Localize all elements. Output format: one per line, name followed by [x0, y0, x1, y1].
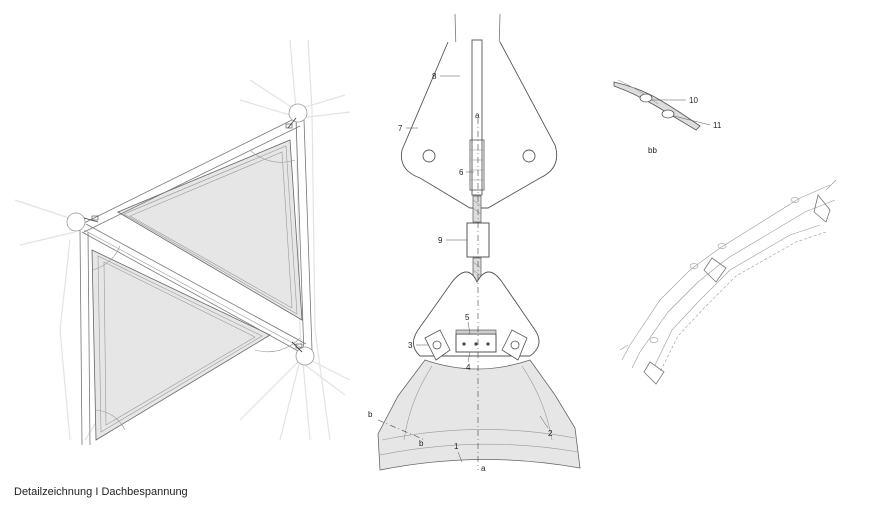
- lower-gusset-plate: [413, 271, 540, 357]
- label-9: 9: [438, 236, 443, 245]
- tension-fittings: [83, 117, 303, 353]
- label-bb: bb: [648, 146, 657, 155]
- label-6: 6: [459, 168, 464, 177]
- label-a-bottom: a: [481, 464, 486, 473]
- label-4: 4: [466, 363, 471, 372]
- membrane-panel-lower: [91, 249, 271, 441]
- node-top: [288, 103, 308, 123]
- membrane-plan-view: [14, 39, 351, 446]
- membrane-sector: [377, 359, 581, 471]
- section-line-b: [377, 419, 426, 441]
- frame-beams: [79, 117, 313, 446]
- label-1: 1: [454, 442, 459, 451]
- label-5: 5: [465, 313, 470, 322]
- center-plate: [471, 39, 483, 196]
- label-b-inner: b: [419, 439, 424, 448]
- label-11: 11: [713, 121, 722, 130]
- label-8: 8: [432, 72, 437, 81]
- label-b-left: b: [368, 410, 373, 419]
- label-3: 3: [408, 341, 413, 350]
- section-bb: 10 11 bb: [613, 79, 722, 155]
- isometric-edge-view: [619, 179, 837, 385]
- label-2: 2: [548, 429, 553, 438]
- label-a-top: a: [475, 111, 480, 120]
- label-10: 10: [689, 96, 698, 105]
- label-7: 7: [398, 124, 403, 133]
- drawing-caption: Detailzeichnung I Dachbespannung: [14, 486, 188, 498]
- node-left: [66, 212, 86, 232]
- membrane-panel-upper: [117, 139, 303, 321]
- node-right: [295, 346, 315, 366]
- connection-detail: 8 7 a 6 9 5 3 4 b b 1 2 a: [368, 13, 581, 473]
